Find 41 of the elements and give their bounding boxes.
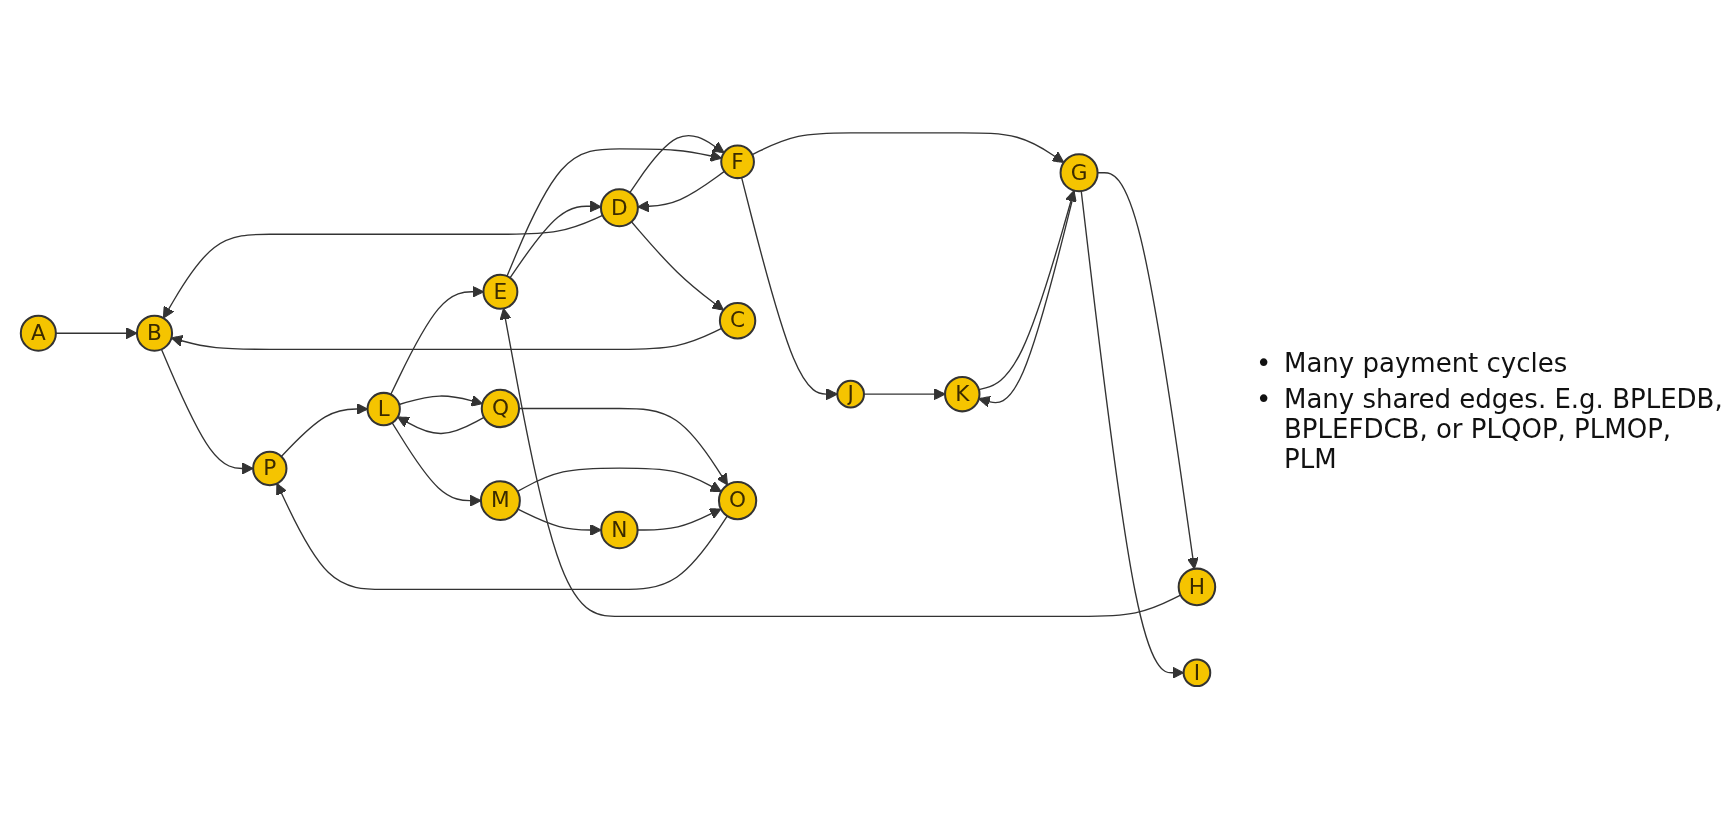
arrow — [160, 348, 254, 475]
node-circle: L — [366, 391, 401, 427]
node-circle: O — [717, 481, 758, 521]
node-circle: J — [836, 379, 865, 409]
arrow — [390, 285, 484, 396]
arrow — [751, 132, 1065, 164]
arrow — [630, 221, 724, 311]
bullet-note: Many payment cycles — [1284, 348, 1568, 378]
node-circle: E — [482, 273, 519, 310]
node-circle: P — [252, 450, 288, 487]
node-circle: D — [599, 188, 639, 228]
bullet-note: Many shared edges. E.g. BPLEDB, BPLEFDCB, or PLQOP, PLMOP, PLM — [1284, 384, 1724, 474]
arrow — [516, 467, 722, 493]
arrow — [509, 200, 602, 279]
arrow — [55, 327, 138, 340]
arrow — [499, 308, 1182, 618]
node-circle: K — [944, 376, 981, 413]
arrow — [629, 135, 725, 194]
arrow — [863, 388, 946, 401]
arrow — [162, 214, 604, 319]
node-circle: I — [1182, 658, 1212, 688]
arrow — [276, 483, 728, 591]
arrow — [397, 416, 485, 435]
arrow — [391, 422, 482, 507]
arrow — [517, 508, 602, 537]
node-circle: F — [720, 144, 755, 180]
arrow — [740, 177, 838, 401]
node-circle: H — [1177, 567, 1217, 607]
node-circle: A — [19, 314, 57, 352]
node-circle: Q — [480, 388, 521, 429]
node-circle: M — [479, 480, 521, 522]
node-circle: B — [135, 314, 174, 352]
bullet-marker: • — [1256, 348, 1273, 378]
node-circle: C — [718, 302, 757, 340]
node-circle: G — [1059, 153, 1099, 193]
bullet-marker: • — [1256, 384, 1273, 416]
arrow — [637, 170, 726, 213]
arrow — [170, 327, 723, 351]
arrow — [518, 407, 729, 486]
arrow — [398, 395, 483, 407]
node-circle: N — [600, 510, 639, 550]
